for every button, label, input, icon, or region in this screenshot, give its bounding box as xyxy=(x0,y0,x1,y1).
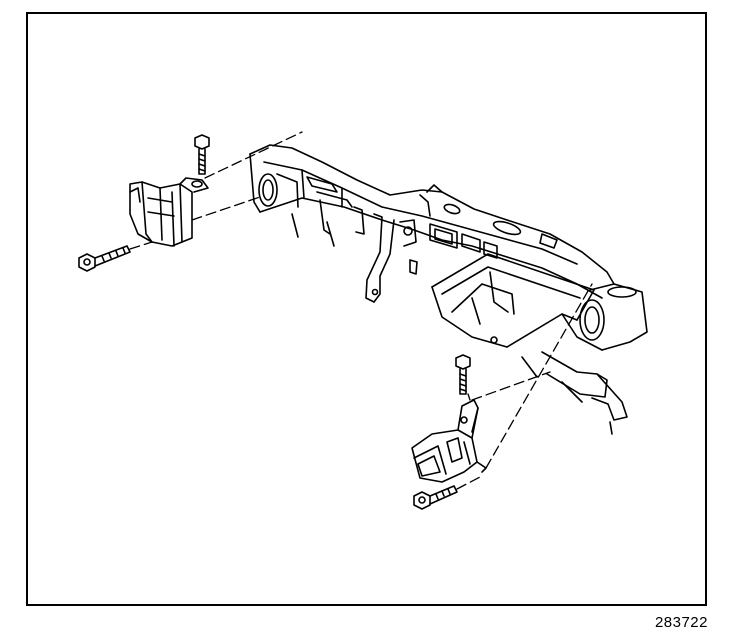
left-bracket xyxy=(130,178,208,246)
left-lower-bolt xyxy=(79,246,130,271)
exploded-view-drawing xyxy=(28,14,705,604)
left-upper-bolt xyxy=(195,135,209,174)
left-alignment-lines xyxy=(130,132,302,249)
right-bracket xyxy=(412,400,486,482)
diagram-frame xyxy=(26,12,707,606)
right-lower-bolt xyxy=(414,486,457,509)
figure-number: 283722 xyxy=(654,614,708,631)
right-upper-bolt xyxy=(456,355,470,394)
frame-crossmember xyxy=(250,145,647,434)
right-alignment-lines xyxy=(457,284,592,489)
